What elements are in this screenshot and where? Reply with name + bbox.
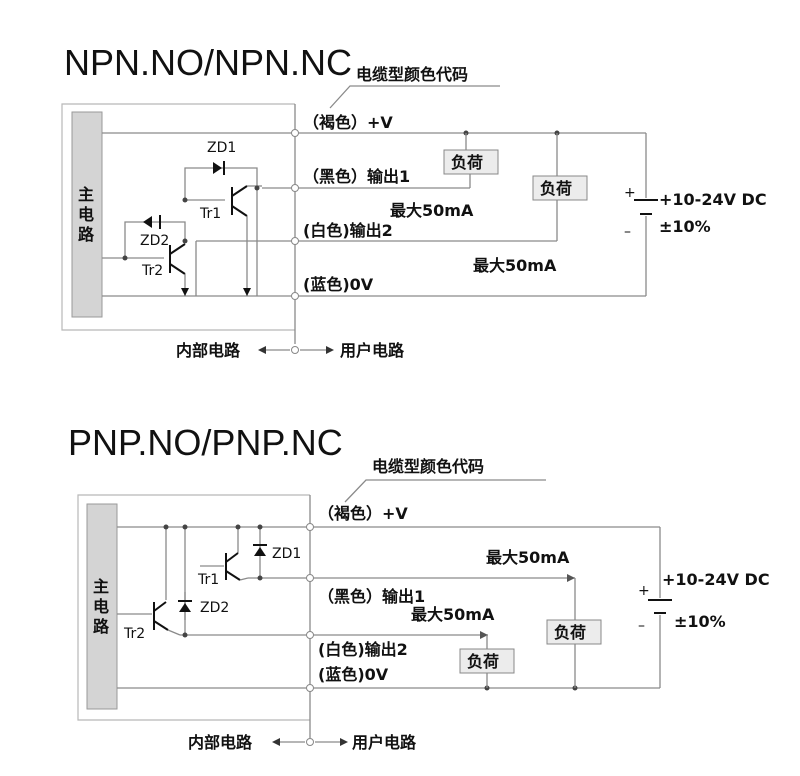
npn-zd2-icon (143, 216, 152, 228)
npn-terminal-zero-v (291, 292, 299, 300)
npn-main-circuit-char-3: 路 (78, 225, 95, 244)
pnp-zd2-icon (179, 603, 191, 612)
npn-terminal-output-1 (291, 184, 299, 192)
pnp-max-current-1: 最大50mA (486, 548, 570, 567)
pnp-minus-sign: – (638, 618, 645, 634)
pnp-load-1-label: 负荷 (554, 623, 586, 642)
pnp-diagram: PNP.NO/PNP.NC 电缆型颜色代码 主 电 路 ZD1 Tr (68, 422, 770, 752)
npn-terminal-output-2 (291, 237, 299, 245)
npn-max-current-1: 最大50mA (390, 201, 474, 220)
pnp-zd1-icon (254, 547, 266, 556)
pnp-label-white: (白色)输出2 (318, 640, 408, 659)
npn-supply-voltage: +10-24V DC (659, 190, 767, 209)
pnp-main-circuit-char-1: 主 (93, 577, 109, 596)
npn-user-circuit-label: 用户电路 (340, 341, 405, 360)
npn-plus-sign: + (624, 185, 636, 201)
pnp-main-circuit-block (86, 503, 118, 710)
pnp-zd1-label: ZD1 (272, 546, 301, 562)
pnp-terminal-plus-v (306, 523, 314, 531)
pnp-main-circuit-char-3: 路 (93, 617, 110, 636)
pnp-main-circuit-char-2: 电 (93, 597, 109, 616)
pnp-tr2-label: Tr2 (123, 626, 145, 642)
pnp-load-1-box (546, 619, 602, 645)
npn-zd2-label: ZD2 (140, 233, 169, 249)
npn-main-circuit-char-2: 电 (78, 205, 94, 224)
pnp-tr1-label: Tr1 (197, 572, 219, 588)
npn-title: NPN.NO/NPN.NC (64, 42, 352, 83)
npn-supply-tolerance: ±10% (659, 217, 711, 236)
npn-internal-circuit-label: 内部电路 (176, 341, 241, 360)
npn-zd2-branch (124, 221, 186, 258)
pnp-terminal-output-2 (306, 631, 314, 639)
pnp-cable-leader (344, 479, 546, 503)
npn-load-1-box (443, 149, 499, 175)
pnp-plus-sign: + (638, 583, 650, 599)
npn-zd1-icon (213, 162, 222, 174)
npn-load-1-label: 负荷 (451, 153, 483, 172)
npn-internal-outline (61, 103, 295, 331)
npn-label-white: (白色)输出2 (303, 221, 393, 240)
pnp-load-2-box (459, 648, 515, 674)
npn-tr2-label: Tr2 (141, 263, 163, 279)
pnp-terminal-output-1 (306, 574, 314, 582)
npn-zd1-branch (184, 167, 258, 200)
npn-load-2-label: 负荷 (540, 179, 572, 198)
pnp-max-current-2: 最大50mA (411, 605, 495, 624)
pnp-label-black: （黑色）输出1 (318, 587, 425, 606)
npn-max-current-2: 最大50mA (473, 256, 557, 275)
pnp-zd2-label: ZD2 (200, 600, 229, 616)
pnp-terminal-zero-v (306, 684, 314, 692)
npn-tr1-label: Tr1 (199, 206, 221, 222)
npn-diagram: NPN.NO/NPN.NC 电缆型颜色代码 主 电 路 ZD1 Tr1 (61, 42, 767, 360)
pnp-load-2-label: 负荷 (467, 652, 499, 671)
npn-minus-sign: – (624, 224, 631, 240)
npn-cable-leader (329, 85, 500, 109)
npn-cable-color-label: 电缆型颜色代码 (356, 65, 468, 84)
npn-terminal-plus-v (291, 129, 299, 137)
pnp-internal-circuit-label: 内部电路 (188, 733, 253, 752)
npn-label-black: （黑色）输出1 (303, 167, 410, 186)
pnp-label-brown: （褐色）+V (318, 504, 408, 523)
pnp-user-circuit-label: 用户电路 (352, 733, 417, 752)
npn-load-2-box (532, 175, 588, 201)
pnp-internal-outline (77, 494, 310, 721)
npn-zd1-label: ZD1 (207, 140, 236, 156)
pnp-title: PNP.NO/PNP.NC (68, 422, 343, 463)
pnp-label-blue: (蓝色)0V (318, 665, 389, 684)
npn-label-blue: (蓝色)0V (303, 275, 374, 294)
pnp-supply-tolerance: ±10% (674, 612, 726, 631)
npn-label-brown: （褐色）+V (303, 113, 393, 132)
npn-main-circuit-block (71, 111, 103, 318)
npn-main-circuit-char-1: 主 (78, 185, 94, 204)
pnp-supply-voltage: +10-24V DC (662, 570, 770, 589)
pnp-cable-color-label: 电缆型颜色代码 (372, 457, 484, 476)
